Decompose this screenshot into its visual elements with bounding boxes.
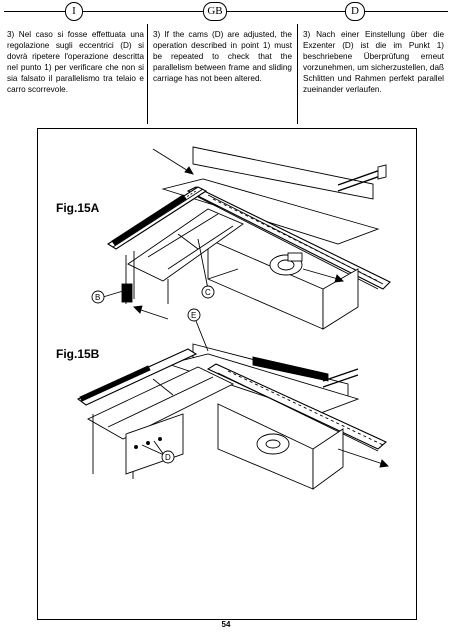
lang-badge-german: D [345, 2, 365, 21]
figure-label-15a: Fig.15A [56, 201, 100, 215]
figure-label-15b: Fig.15B [56, 347, 100, 361]
machine-illustration: B C [76, 146, 391, 490]
lang-badge-english: GB [203, 2, 227, 21]
callout-b-15a: B [95, 293, 100, 302]
language-header: I GB D [0, 0, 452, 24]
callout-e-15b: E [191, 311, 196, 320]
text-column-german: 3) Nach einer Einstellung über die Exzen… [303, 30, 444, 94]
page-number: 54 [221, 620, 231, 629]
text-column-italian: 3) Nel caso si fosse effettuata una rego… [7, 30, 144, 94]
callout-c-15a: C [205, 288, 211, 297]
figure-frame: Fig.15A Fig.15B [37, 128, 417, 620]
column-divider [147, 24, 148, 124]
lang-badge-italian: I [65, 2, 83, 21]
saw-drawing-15b: E D [76, 305, 389, 490]
text-column-english: 3) If the cams (D) are adjusted, the ope… [153, 30, 292, 83]
callout-d-15b: D [165, 453, 171, 462]
column-divider [297, 24, 298, 124]
saw-drawing-15a: B C [91, 146, 391, 330]
